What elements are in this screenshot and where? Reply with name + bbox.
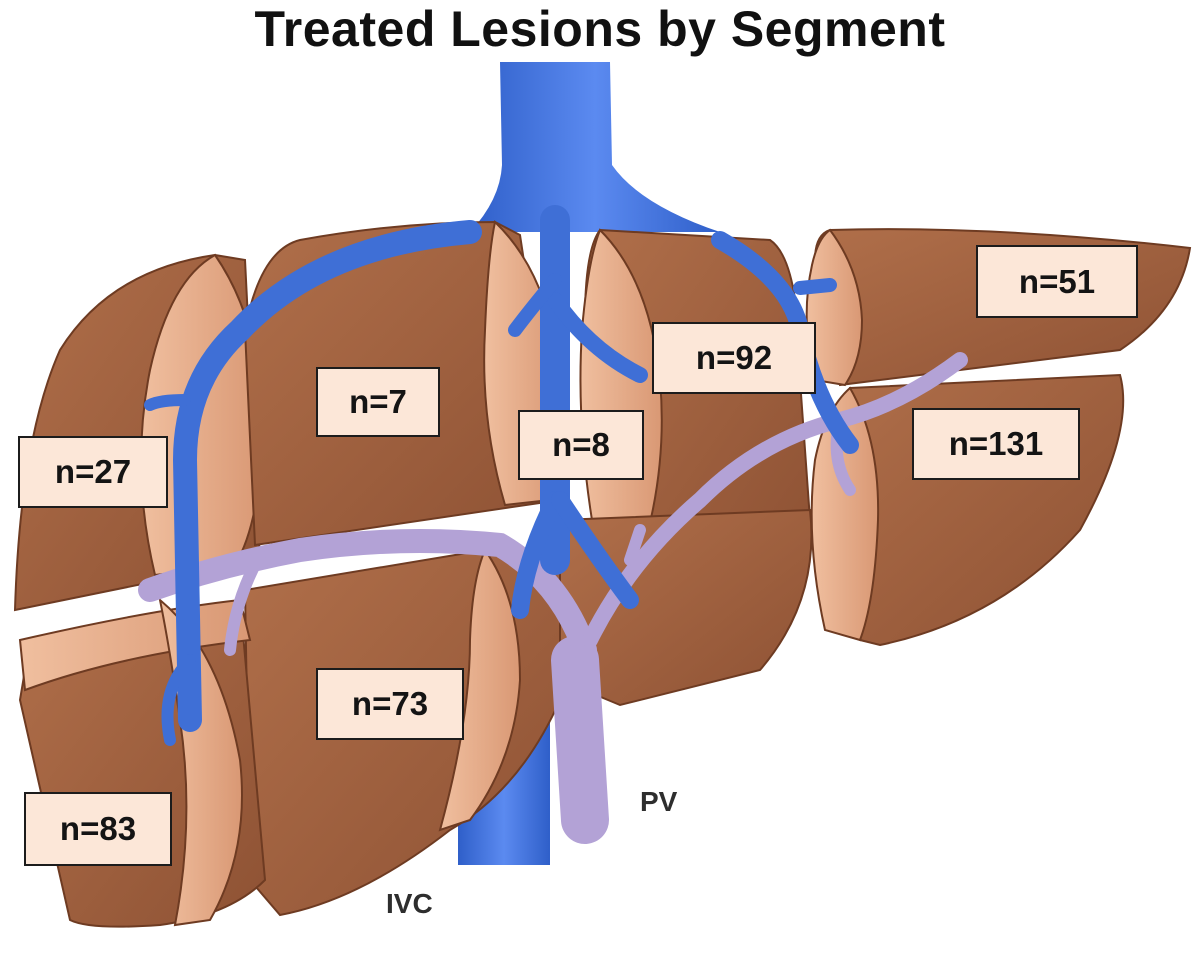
portal-vein: [138, 352, 968, 844]
figure-title: Treated Lesions by Segment: [254, 1, 946, 57]
ivc-label: IVC: [386, 888, 433, 919]
pv-label: PV: [640, 786, 678, 817]
segment-count-box: n=27: [18, 436, 168, 508]
liver-segment-center-lower-right: [559, 508, 813, 707]
segment-count-box: n=51: [976, 245, 1138, 318]
segment-count-box: n=8: [518, 410, 644, 480]
segment-count-box: n=92: [652, 322, 816, 394]
segment-count-box: n=83: [24, 792, 172, 866]
liver-segment-center-right: [579, 228, 812, 567]
segment-count-box: n=7: [316, 367, 440, 437]
hepatic-veins: [144, 205, 859, 746]
segment-count-box: n=73: [316, 668, 464, 740]
segment-count-box: n=131: [912, 408, 1080, 480]
